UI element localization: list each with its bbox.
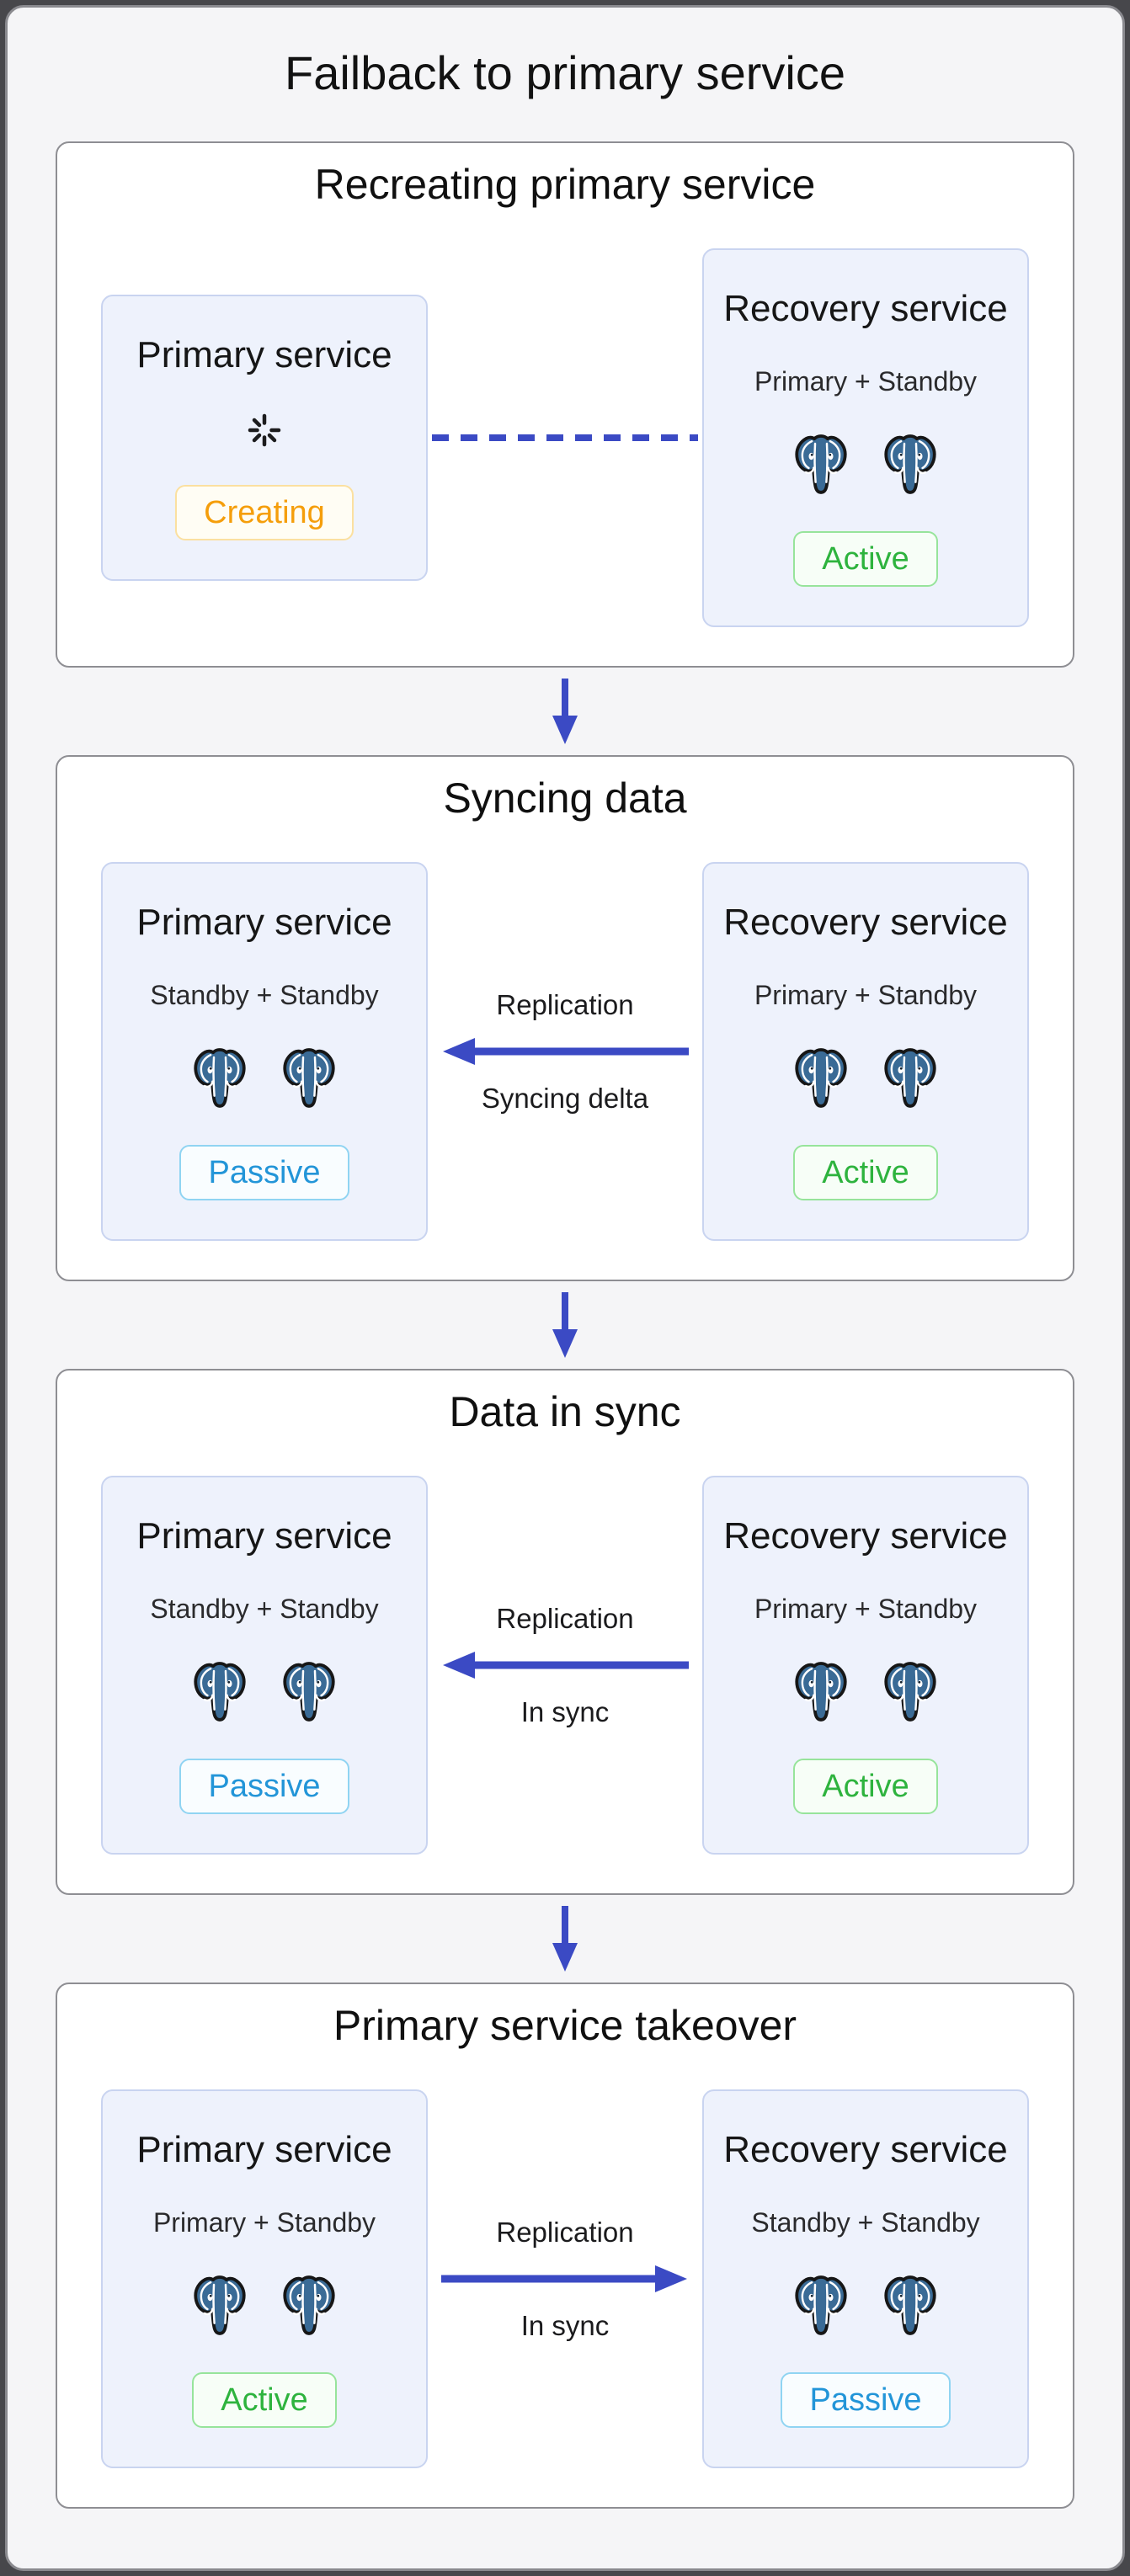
- postgresql-elephant-icon: [882, 1046, 938, 1109]
- postgresql-elephant-icon: [281, 2274, 337, 2336]
- down-arrow-icon: [552, 1906, 578, 1972]
- connector-label-top: Replication: [496, 988, 634, 1020]
- stage-row: Primary service Creating: [101, 248, 1029, 628]
- left-arrow-icon: [443, 1038, 689, 1066]
- service-box-title: Recovery service: [723, 288, 1008, 330]
- primary-service-box: Primary service Creating: [101, 295, 428, 582]
- service-box-title: Primary service: [136, 902, 392, 944]
- page-title: Failback to primary service: [285, 46, 845, 99]
- postgresql-elephant-icon: [882, 1660, 938, 1722]
- stage-title: Primary service takeover: [333, 2002, 797, 2050]
- postgresql-elephant-icon: [793, 2274, 849, 2336]
- status-badge: Active: [793, 531, 938, 588]
- postgresql-elephant-icon: [882, 2274, 938, 2336]
- status-badge: Active: [793, 1145, 938, 1201]
- connector-label-bottom: In sync: [520, 1696, 610, 1728]
- service-box-subtitle: Primary + Standby: [754, 1593, 978, 1624]
- status-badge: Passive: [179, 1759, 349, 1815]
- connector-label-bottom: Syncing delta: [481, 1083, 649, 1115]
- status-badge: Active: [192, 2372, 337, 2429]
- service-box-subtitle: Standby + Standby: [751, 2206, 980, 2238]
- primary-service-box: Primary service Standby + Standby Passiv…: [101, 862, 428, 1242]
- status-badge: Active: [793, 1759, 938, 1815]
- connector-label-top: Replication: [496, 2216, 634, 2248]
- postgres-instances: [793, 1660, 938, 1722]
- stage-recreating-primary-service: Recreating primary service Primary servi…: [56, 141, 1074, 668]
- flow-step-connector: [56, 1895, 1074, 1983]
- postgres-instances: [793, 1046, 938, 1109]
- postgresql-elephant-icon: [281, 1660, 337, 1722]
- status-badge: Passive: [179, 1145, 349, 1201]
- service-box-subtitle: Primary + Standby: [754, 979, 978, 1010]
- recovery-service-box: Recovery service Primary + Standby Activ…: [702, 248, 1029, 628]
- service-box-title: Primary service: [136, 334, 392, 376]
- service-box-title: Primary service: [136, 1515, 392, 1557]
- loading-spinner-icon: [248, 414, 281, 447]
- stage-data-in-sync: Data in sync Primary service Standby + S…: [56, 1369, 1074, 1896]
- left-arrow-icon: [443, 1652, 689, 1679]
- postgresql-elephant-icon: [281, 1046, 337, 1109]
- right-arrow-icon: [441, 2265, 687, 2293]
- postgres-instances: [793, 2274, 938, 2336]
- recovery-service-box: Recovery service Standby + Standby Passi…: [702, 2089, 1029, 2469]
- stage-primary-service-takeover: Primary service takeover Primary service…: [56, 1983, 1074, 2509]
- down-arrow-icon: [552, 679, 578, 745]
- stage-row: Primary service Primary + Standby Active…: [101, 2089, 1029, 2469]
- service-box-subtitle: Primary + Standby: [152, 2206, 376, 2238]
- flow-step-connector: [56, 1281, 1074, 1369]
- stage-row: Primary service Standby + Standby Passiv…: [101, 862, 1029, 1242]
- postgresql-elephant-icon: [793, 433, 849, 495]
- connector-label-top: Replication: [496, 1602, 634, 1634]
- stage-syncing-data: Syncing data Primary service Standby + S…: [56, 755, 1074, 1282]
- stage-row: Primary service Standby + Standby Passiv…: [101, 1476, 1029, 1855]
- flow-step-connector: [56, 668, 1074, 755]
- status-badge: Passive: [781, 2372, 951, 2429]
- primary-service-box: Primary service Standby + Standby Passiv…: [101, 1476, 428, 1855]
- connector-label-bottom: In sync: [520, 2310, 610, 2342]
- postgresql-elephant-icon: [882, 433, 938, 495]
- stage-title: Syncing data: [443, 774, 687, 822]
- postgres-instances: [192, 1660, 337, 1722]
- postgresql-elephant-icon: [192, 1046, 248, 1109]
- postgresql-elephant-icon: [192, 1660, 248, 1722]
- service-box-subtitle: Standby + Standby: [150, 979, 379, 1010]
- recovery-service-box: Recovery service Primary + Standby Activ…: [702, 862, 1029, 1242]
- service-box-subtitle: Primary + Standby: [754, 365, 978, 397]
- service-box-title: Recovery service: [723, 1515, 1008, 1557]
- primary-service-box: Primary service Primary + Standby Active: [101, 2089, 428, 2469]
- dashed-line-connector: [432, 434, 698, 442]
- stage-title: Recreating primary service: [314, 161, 816, 209]
- stage-title: Data in sync: [449, 1388, 681, 1436]
- postgres-instances: [192, 2274, 337, 2336]
- postgresql-elephant-icon: [793, 1660, 849, 1722]
- status-badge: Creating: [175, 485, 354, 541]
- diagram-card: Failback to primary service Recreating p…: [5, 5, 1125, 2571]
- postgresql-elephant-icon: [192, 2274, 248, 2336]
- replication-connector: [428, 433, 702, 443]
- postgresql-elephant-icon: [793, 1046, 849, 1109]
- postgres-instances: [793, 433, 938, 495]
- service-box-title: Recovery service: [723, 902, 1008, 944]
- replication-connector: Replication In sync: [428, 2216, 702, 2343]
- service-box-title: Primary service: [136, 2129, 392, 2171]
- replication-connector: Replication Syncing delta: [428, 988, 702, 1115]
- service-box-title: Recovery service: [723, 2129, 1008, 2171]
- service-box-subtitle: Standby + Standby: [150, 1593, 379, 1624]
- postgres-instances: [192, 1046, 337, 1109]
- recovery-service-box: Recovery service Primary + Standby Activ…: [702, 1476, 1029, 1855]
- replication-connector: Replication In sync: [428, 1602, 702, 1729]
- down-arrow-icon: [552, 1292, 578, 1359]
